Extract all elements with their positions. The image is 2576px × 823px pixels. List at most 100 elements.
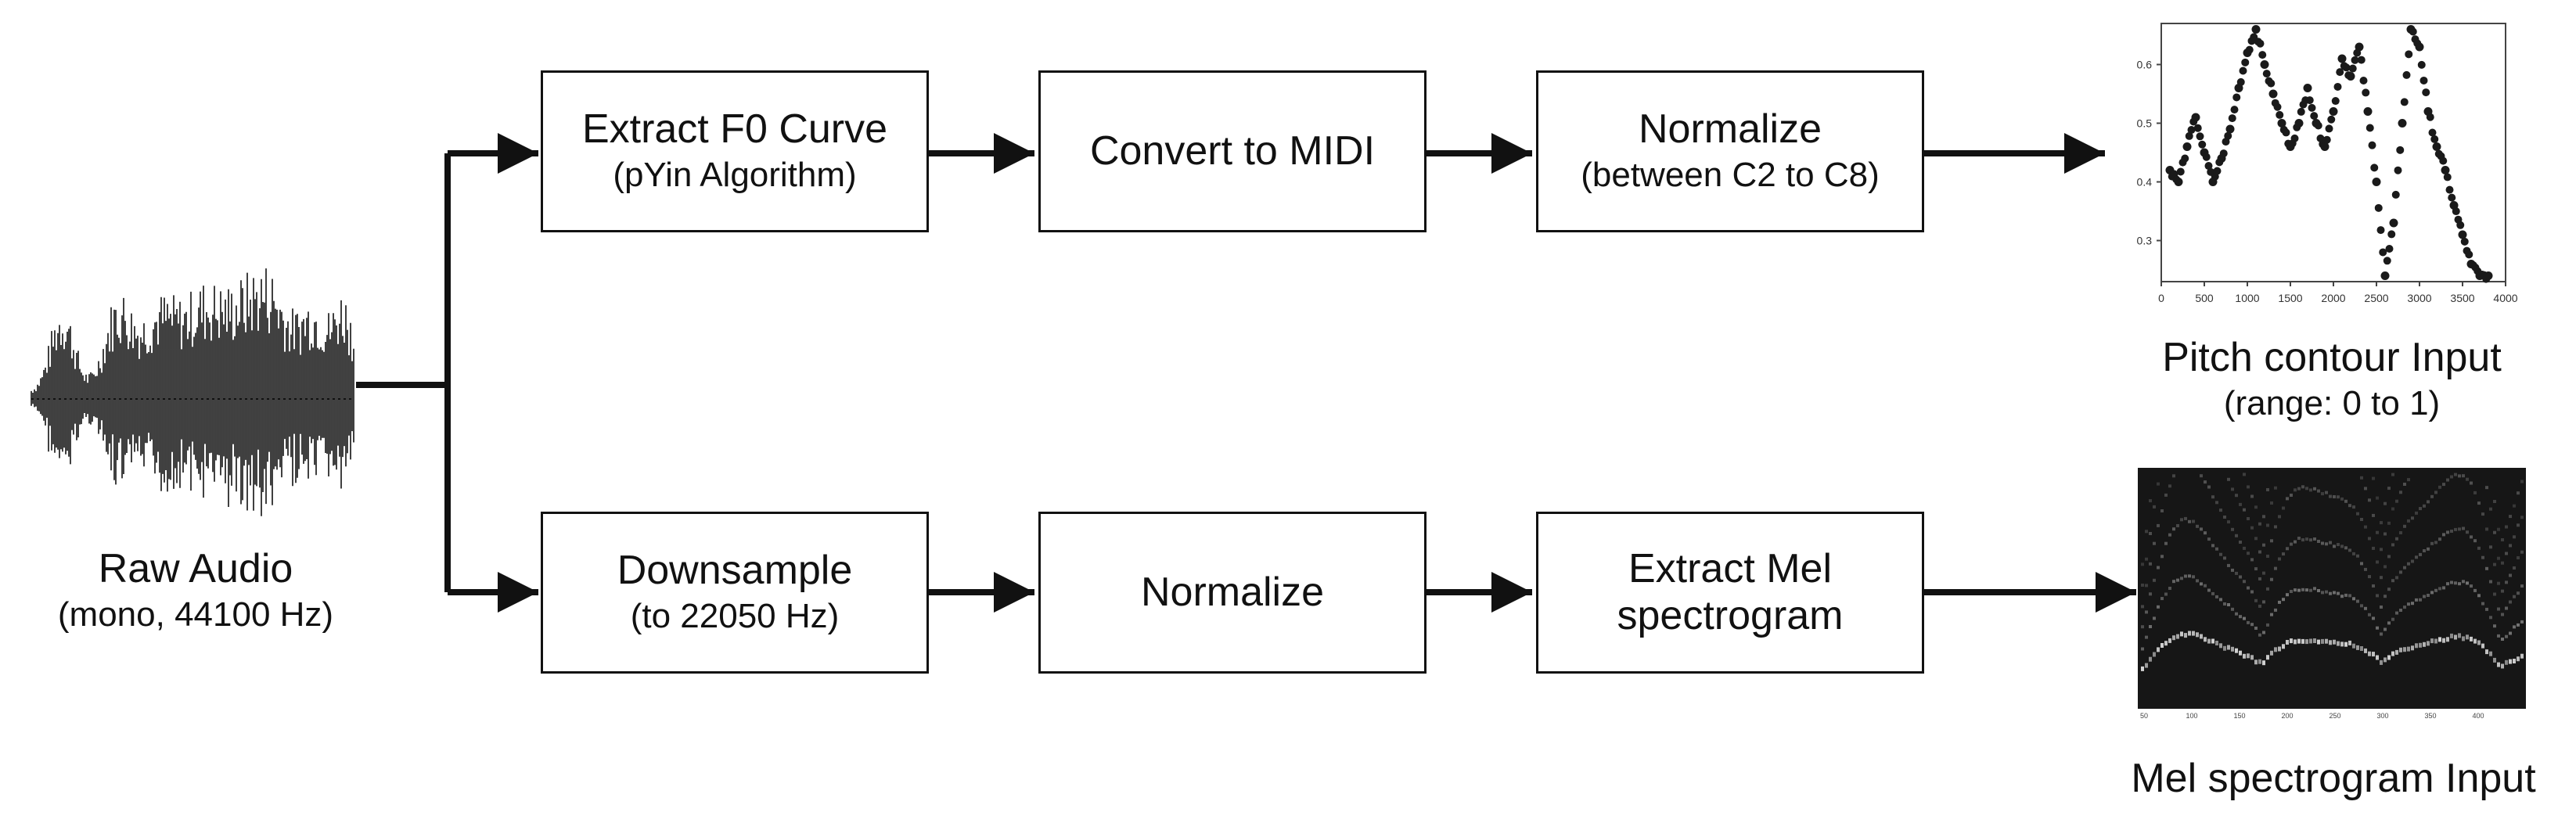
mel-harmonic-mark: [2344, 499, 2348, 503]
mel-harmonic-mark: [2340, 642, 2344, 647]
mel-harmonic-mark: [2243, 653, 2246, 659]
pitch-y-tick-label: 0.3: [2137, 235, 2153, 247]
pitch-contour-dot: [2224, 131, 2232, 140]
pitch-contour-dot: [2241, 58, 2250, 66]
mel-harmonic-mark: [2157, 647, 2160, 652]
mel-harmonic-mark: [2176, 634, 2179, 639]
mel-harmonic-mark: [2387, 555, 2391, 559]
mel-harmonic-mark: [2517, 623, 2520, 627]
mel-harmonic-mark: [2266, 523, 2269, 527]
mel-harmonic-mark: [2340, 544, 2344, 548]
raw-audio-label: Raw Audio (mono, 44100 Hz): [0, 544, 391, 636]
pitch-data-point: [2277, 119, 2286, 128]
mel-harmonic-mark: [2505, 634, 2508, 638]
pitch-contour-dot: [2342, 63, 2351, 72]
mel-harmonic-mark: [2497, 662, 2500, 667]
mel-harmonic-mark: [2168, 587, 2171, 590]
connectors: [356, 133, 2136, 613]
mel-harmonic-mark: [2462, 474, 2465, 478]
normalize-bottom-box: Normalize: [1038, 512, 1427, 674]
mel-harmonic-mark: [2180, 518, 2183, 522]
mel-harmonic-mark: [2333, 639, 2336, 645]
mel-harmonic-mark: [2415, 643, 2418, 649]
pitch-x-tick-label: 1500: [2278, 292, 2302, 304]
mel-harmonic-mark: [2172, 474, 2175, 478]
mel-harmonic-mark: [2188, 519, 2191, 523]
mel-harmonic-mark: [2344, 593, 2348, 597]
mel-harmonic-mark: [2250, 494, 2254, 498]
mel-x-tick-label: 100: [2186, 712, 2197, 720]
mel-harmonic-mark: [2466, 634, 2469, 640]
pitch-contour-series: [2165, 25, 2493, 283]
mel-harmonic-mark: [2200, 474, 2203, 478]
mel-harmonic-mark: [2352, 643, 2355, 649]
pitch-contour-dot: [2400, 98, 2409, 106]
mel-harmonic-mark: [2274, 566, 2277, 570]
mel-harmonic-mark: [2207, 638, 2211, 644]
mel-harmonic-mark: [2485, 607, 2488, 611]
mel-harmonic-mark: [2509, 544, 2512, 548]
pitch-data-point: [2268, 89, 2278, 99]
mel-harmonic-mark: [2145, 530, 2148, 534]
mel-harmonic-mark: [2204, 480, 2207, 484]
mel-harmonic-mark: [2337, 495, 2340, 499]
mel-harmonic-mark: [2434, 588, 2437, 592]
mel-harmonic-mark: [2243, 473, 2246, 476]
mel-spectrogram-harmonics: [2141, 473, 2524, 671]
mel-harmonic-mark: [2160, 643, 2164, 648]
mel-harmonic-mark: [2262, 660, 2265, 666]
mel-harmonic-mark: [2278, 646, 2281, 652]
mel-harmonic-mark: [2223, 516, 2226, 519]
mel-harmonic-mark: [2153, 578, 2156, 582]
pitch-contour-dot: [2456, 221, 2465, 229]
mel-harmonic-mark: [2278, 557, 2281, 561]
mel-harmonic-mark: [2344, 546, 2348, 550]
mel-harmonic-mark: [2243, 580, 2246, 584]
mel-harmonic-mark: [2450, 530, 2453, 533]
pitch-contour-dot: [2181, 154, 2189, 163]
mel-harmonic-mark: [2407, 646, 2410, 652]
mel-harmonic-mark: [2239, 575, 2242, 579]
mel-harmonic-mark: [2239, 650, 2242, 656]
pitch-contour-dot: [2297, 107, 2305, 116]
pitch-data-point: [2346, 72, 2355, 81]
mel-harmonic-mark: [2305, 537, 2308, 541]
mel-harmonic-mark: [2254, 659, 2258, 665]
mel-harmonic-mark: [2262, 571, 2265, 575]
mel-harmonic-mark: [2313, 537, 2316, 541]
mel-harmonic-mark: [2309, 588, 2312, 592]
mel-harmonic-mark: [2360, 646, 2363, 651]
mel-harmonic-mark: [2477, 501, 2481, 505]
mel-harmonic-mark: [2157, 482, 2160, 486]
mel-harmonic-mark: [2509, 573, 2512, 577]
mel-harmonic-mark: [2297, 638, 2301, 644]
mel-harmonic-mark: [2149, 499, 2152, 503]
mel-harmonic-mark: [2215, 547, 2218, 551]
mel-harmonic-mark: [2391, 617, 2394, 621]
mel-harmonic-mark: [2493, 500, 2496, 503]
mel-harmonic-mark: [2153, 541, 2156, 545]
mel-harmonic-mark: [2384, 501, 2387, 505]
mel-harmonic-mark: [2164, 592, 2168, 596]
mel-harmonic-mark: [2184, 574, 2187, 578]
mel-harmonic-mark: [2501, 538, 2504, 541]
mel-harmonic-mark: [2149, 625, 2152, 628]
mel-harmonic-mark: [2368, 498, 2371, 502]
mel-harmonic-mark: [2419, 598, 2422, 602]
mel-harmonic-mark: [2360, 518, 2363, 521]
mel-harmonic-mark: [2196, 579, 2199, 583]
mel-harmonic-mark: [2384, 657, 2387, 663]
pitch-contour-dot: [2383, 257, 2391, 265]
mel-harmonic-mark: [2200, 634, 2203, 639]
mel-harmonic-mark: [2356, 645, 2359, 650]
mel-harmonic-mark: [2254, 598, 2258, 602]
mel-harmonic-mark: [2430, 494, 2434, 498]
mel-harmonic-mark: [2231, 487, 2234, 491]
mel-harmonic-mark: [2442, 483, 2445, 487]
mel-harmonic-mark: [2505, 606, 2508, 610]
mel-x-tick-label: 150: [2233, 712, 2245, 720]
pitch-contour-dot: [2282, 128, 2290, 137]
mel-harmonic-mark: [2301, 538, 2304, 542]
mel-harmonic-mark: [2458, 582, 2461, 586]
